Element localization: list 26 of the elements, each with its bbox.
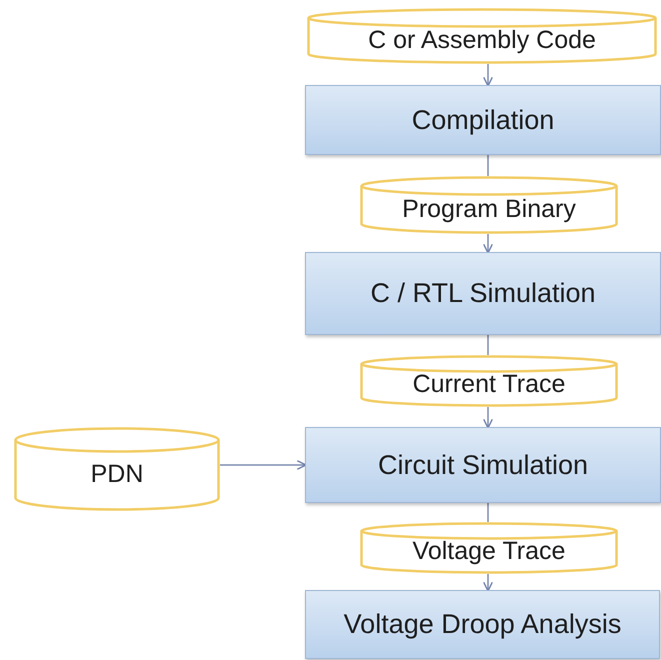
process-box	[305, 252, 661, 335]
node-label: C / RTL Simulation	[370, 278, 596, 309]
arrow	[482, 407, 494, 429]
node-label: C or Assembly Code	[368, 26, 596, 54]
data-cylinder	[307, 8, 657, 64]
data-cylinder	[14, 427, 220, 511]
data-cylinder	[360, 355, 618, 407]
node-label: PDN	[90, 460, 144, 489]
arrow	[482, 234, 494, 254]
connector-line	[487, 335, 489, 355]
process-box	[305, 85, 661, 155]
node-label: Program Binary	[402, 194, 576, 224]
connector-line	[487, 155, 489, 176]
arrow	[482, 64, 494, 87]
data-cylinder	[360, 522, 618, 574]
process-box	[305, 427, 661, 503]
process-box	[305, 590, 660, 659]
node-label: Circuit Simulation	[378, 450, 588, 480]
node-label: Current Trace	[412, 370, 566, 400]
node-label: Voltage Droop Analysis	[344, 609, 622, 640]
node-label: Voltage Trace	[412, 537, 566, 566]
connector-line	[487, 503, 489, 522]
arrow	[220, 460, 307, 470]
data-cylinder	[360, 176, 618, 234]
node-label: Compilation	[412, 104, 554, 136]
arrow	[482, 574, 494, 592]
